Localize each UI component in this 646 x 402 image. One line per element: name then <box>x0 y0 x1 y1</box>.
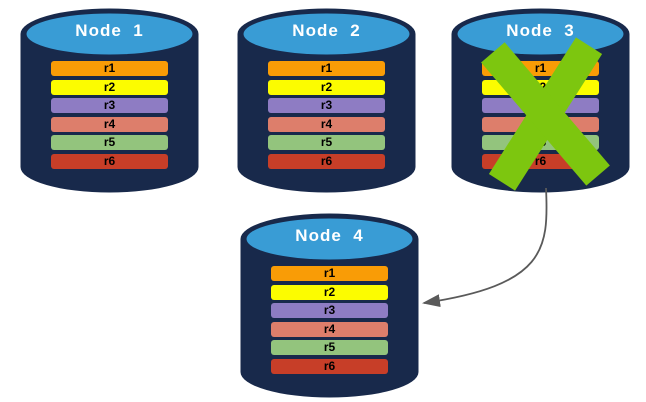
row-r3: r3 <box>51 98 168 113</box>
row-r1: r1 <box>268 61 385 76</box>
row-r3: r3 <box>271 303 388 318</box>
row-r6: r6 <box>51 153 168 169</box>
row-r1: r1 <box>51 61 168 76</box>
row-r4: r4 <box>271 321 388 337</box>
node-1-title: Node 1 <box>75 21 144 40</box>
row-r4: r4 <box>51 116 168 132</box>
node-2-rows: r1 r2 r3 r4 r5 r6 <box>268 61 385 169</box>
node-2-title: Node 2 <box>292 21 361 40</box>
node-1-rows: r1 r2 r3 r4 r5 r6 <box>51 61 168 169</box>
failure-x-icon <box>480 37 610 191</box>
row-r5: r5 <box>271 340 388 355</box>
row-r2: r2 <box>268 79 385 95</box>
node-2-cylinder: Node 2 r1 r2 r3 r4 r5 r6 <box>237 8 416 194</box>
row-r2: r2 <box>271 284 388 300</box>
node-4-title: Node 4 <box>295 226 364 245</box>
row-r6: r6 <box>268 153 385 169</box>
node-3-title: Node 3 <box>506 21 575 40</box>
node-1-cylinder: Node 1 r1 r2 r3 r4 r5 r6 <box>20 8 199 194</box>
row-r6: r6 <box>271 358 388 374</box>
row-r4: r4 <box>268 116 385 132</box>
node-4-cylinder: Node 4 r1 r2 r3 r4 r5 r6 <box>240 213 419 399</box>
row-r5: r5 <box>51 135 168 150</box>
row-r3: r3 <box>268 98 385 113</box>
row-r2: r2 <box>51 79 168 95</box>
node-4-rows: r1 r2 r3 r4 r5 r6 <box>271 266 388 374</box>
row-r5: r5 <box>268 135 385 150</box>
row-r1: r1 <box>271 266 388 281</box>
